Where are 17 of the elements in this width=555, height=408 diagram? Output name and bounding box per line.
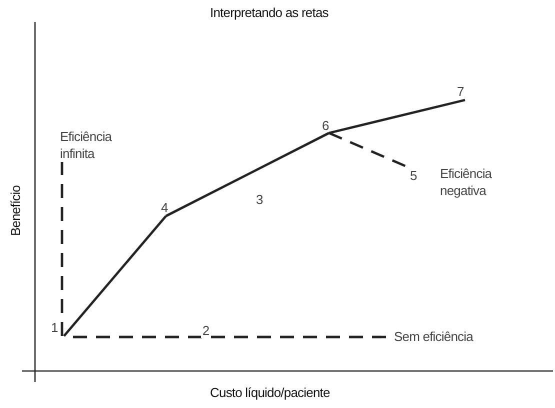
point-number: 4 — [161, 200, 171, 216]
point-number: 6 — [322, 118, 332, 133]
line-segment — [63, 215, 167, 337]
point-number: 3 — [256, 192, 263, 207]
line-segment — [328, 98, 466, 134]
dashed-line — [60, 162, 64, 336]
point-number: 5 — [410, 168, 420, 185]
annotation: Eficiência negativa — [440, 165, 493, 199]
point-number: 2 — [201, 323, 211, 338]
chart-title: Interpretando as retas — [210, 5, 328, 20]
line-label: Sem eficiência — [394, 329, 486, 345]
axis-title: Custo líquido/paciente — [210, 385, 330, 400]
line-label: Eficiência infinita — [60, 128, 132, 162]
point-number: 1 — [51, 320, 60, 336]
axis-title: Benefício — [8, 185, 23, 236]
point-number: 7 — [457, 84, 467, 100]
line-segment — [165, 132, 330, 218]
